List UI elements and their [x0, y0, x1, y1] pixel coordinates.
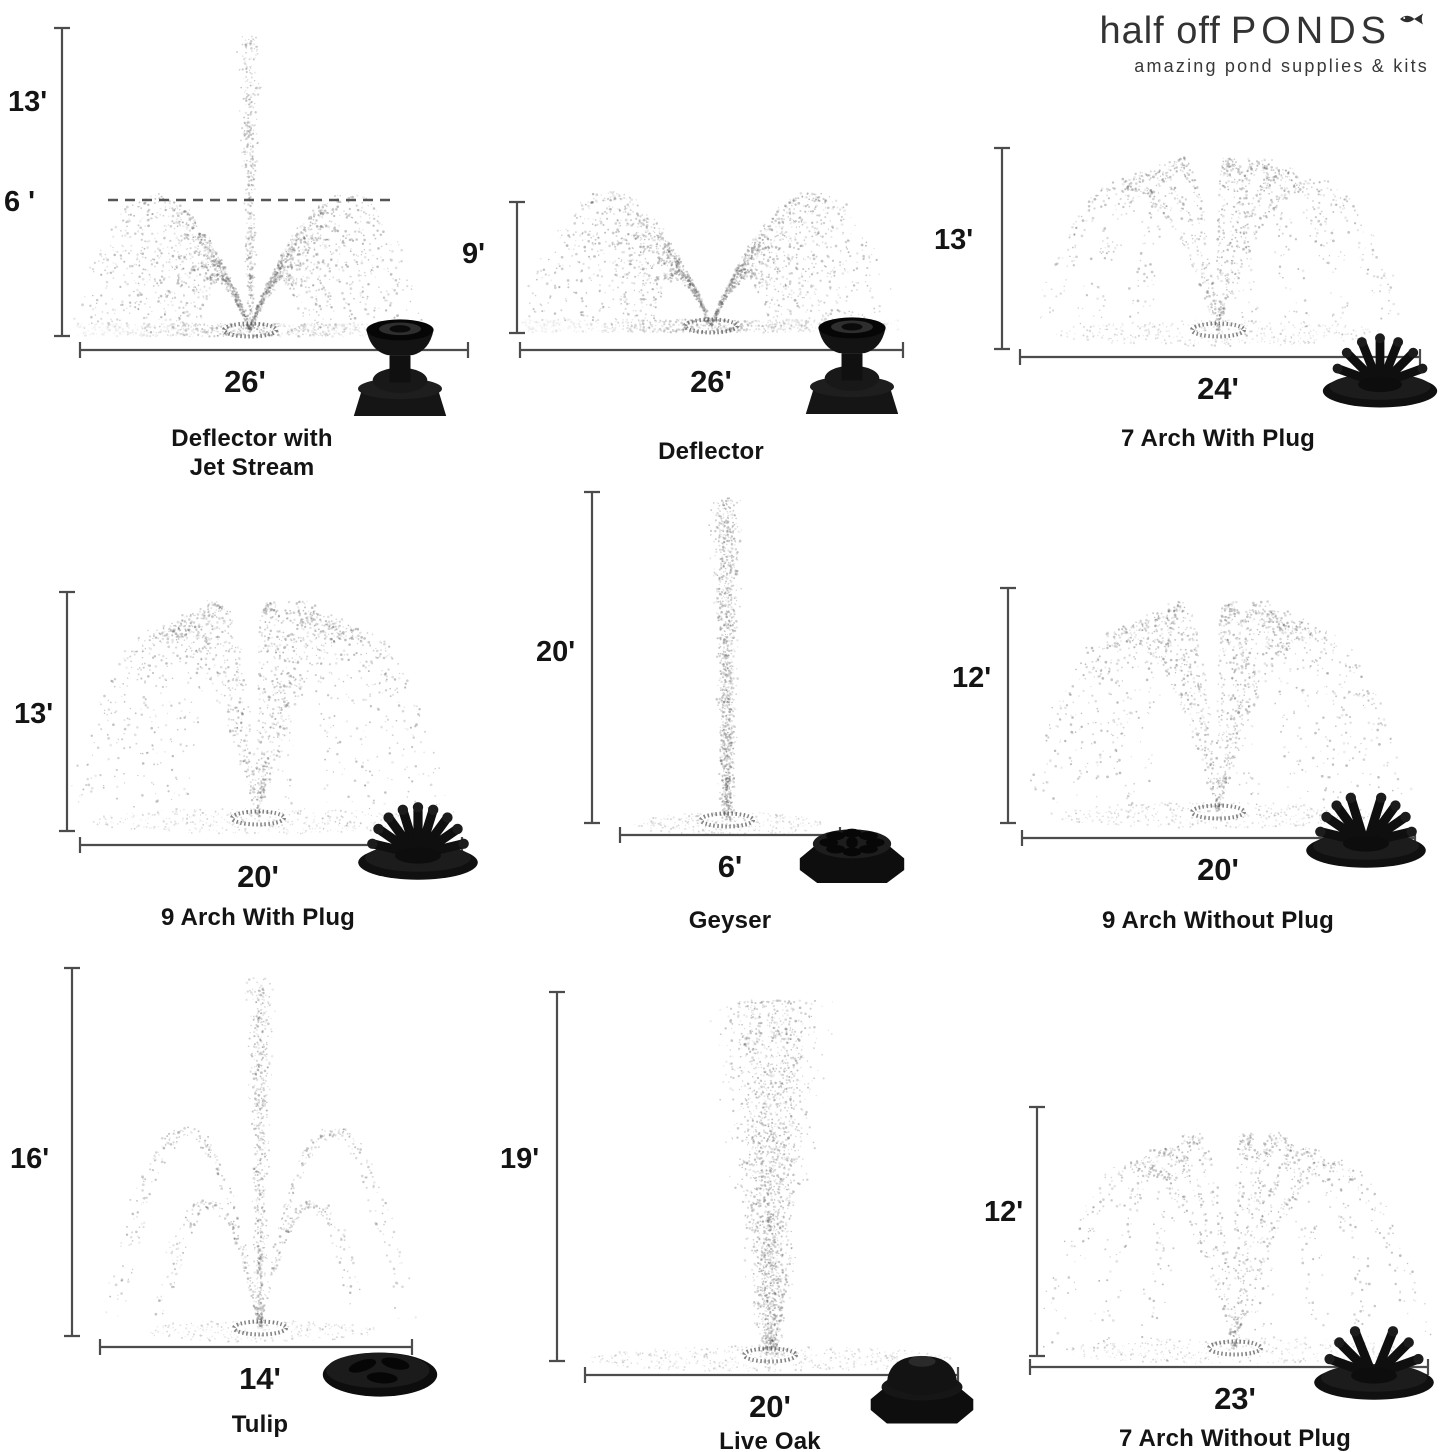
height-label: 16' — [10, 1143, 50, 1175]
fountain-cell-2-graphics — [994, 146, 1438, 408]
nozzle-name-label: 7 Arch Without Plug — [1118, 1425, 1351, 1452]
nozzle-name-label: Live Oak — [719, 1428, 821, 1452]
height-dimension-line — [549, 990, 565, 1363]
nozzle-name-label: 9 Arch Without Plug — [1101, 907, 1334, 934]
spray-illustration — [105, 977, 417, 1343]
fountain-cell-6-graphics — [64, 966, 438, 1397]
height-label: 20' — [536, 636, 576, 668]
arch-plug-nozzle-icon — [358, 802, 478, 880]
nozzle-name-label: Deflector with Jet Stream — [171, 425, 333, 481]
width-label: 26' — [690, 364, 732, 399]
spray-illustration — [591, 999, 952, 1373]
width-label: 23' — [1214, 1381, 1256, 1416]
height-dimension-line — [1029, 1105, 1045, 1358]
arch-noplug-nozzle-icon — [1314, 1326, 1434, 1400]
height-dimension-line — [584, 490, 600, 825]
height-dimension-line — [509, 200, 525, 335]
fish-icon — [1400, 13, 1423, 25]
arch-noplug-nozzle-icon — [1306, 792, 1426, 868]
liveoak-nozzle-icon — [870, 1356, 974, 1424]
nozzle-name-label: Deflector — [658, 438, 764, 465]
geyser-nozzle-icon — [799, 828, 905, 884]
width-dimension-line — [618, 827, 842, 843]
height-dimension-line — [994, 146, 1010, 351]
width-label: 24' — [1197, 371, 1239, 406]
nozzle-name-label: Tulip — [231, 1411, 289, 1438]
spray-illustration — [1030, 600, 1413, 829]
brand-name-light: half off — [1099, 10, 1221, 52]
fountain-cell-8-graphics — [1028, 1105, 1434, 1400]
fountain-cell-5-graphics — [1000, 586, 1426, 868]
brand-name-bold: PONDS — [1230, 10, 1391, 52]
nozzle-name-label: Geyser — [688, 907, 772, 934]
height-label: 13' — [14, 698, 54, 730]
height-dimension-line — [59, 590, 75, 833]
spray-illustration — [71, 599, 455, 835]
fountain-cell-0-graphics — [54, 26, 470, 416]
spray-illustration — [1042, 1131, 1432, 1365]
spray-illustration — [73, 35, 424, 339]
height-dimension-line — [54, 26, 70, 338]
height-label: 13' — [8, 86, 48, 118]
nozzle-name-label: 9 Arch With Plug — [160, 904, 356, 931]
width-label: 20' — [1197, 852, 1239, 887]
spray-illustration — [634, 497, 822, 837]
spray-illustration — [521, 190, 900, 335]
height-dimension-line — [64, 966, 80, 1338]
width-label: 14' — [239, 1361, 281, 1396]
fountain-cell-4-graphics — [584, 490, 905, 884]
width-label: 6' — [717, 849, 743, 884]
fountain-cell-1-graphics — [509, 190, 905, 414]
arch-plug-nozzle-icon — [1322, 333, 1438, 408]
fountain-cell-3-graphics — [59, 590, 478, 880]
height-dimension-line — [1000, 586, 1016, 825]
width-label: 26' — [224, 364, 266, 399]
spray-illustration — [1040, 156, 1400, 348]
height-label: 12' — [984, 1196, 1024, 1228]
width-dimension-line — [98, 1339, 414, 1355]
width-label: 20' — [749, 1389, 791, 1424]
deflector-nozzle-icon — [353, 319, 447, 416]
deflector-nozzle-icon — [805, 317, 899, 414]
brand-tagline: amazing pond supplies & kits — [1134, 56, 1429, 76]
height-label-secondary: 6 ' — [4, 186, 36, 218]
height-label: 9' — [462, 238, 486, 270]
fountain-cell-7-graphics — [549, 990, 974, 1424]
tulip-nozzle-icon — [322, 1352, 438, 1397]
height-label: 12' — [952, 662, 992, 694]
height-label: 13' — [934, 224, 974, 256]
nozzle-name-label: 7 Arch With Plug — [1120, 425, 1316, 452]
height-label: 19' — [500, 1143, 540, 1175]
width-label: 20' — [237, 859, 279, 894]
